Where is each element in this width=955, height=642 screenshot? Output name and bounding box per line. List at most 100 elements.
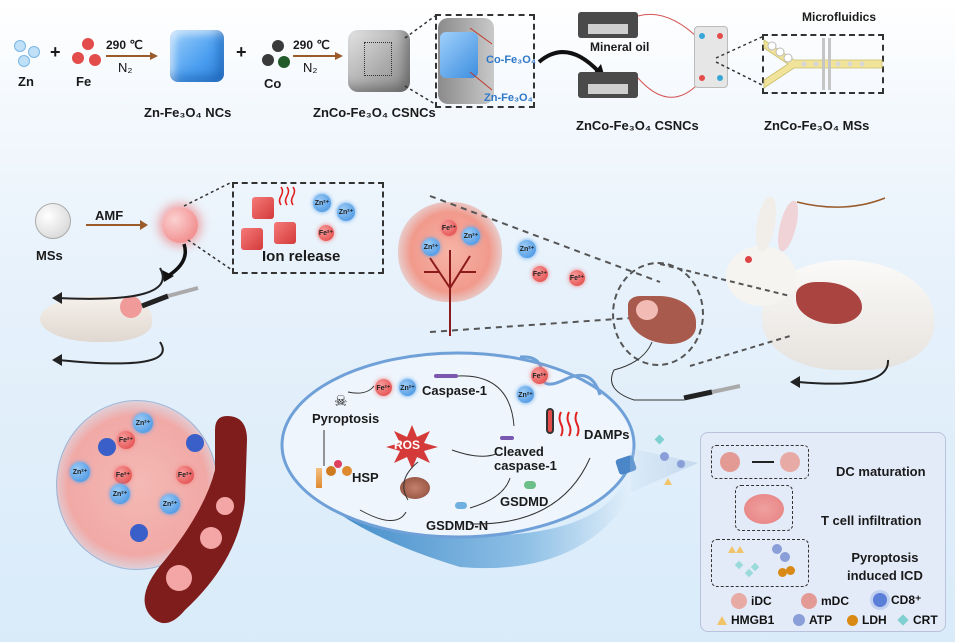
fe-ion-icon: Fe²⁺ — [569, 270, 585, 286]
pro-caspase-icon — [434, 374, 458, 378]
zn-ion-icon: Zn²⁺ — [517, 386, 534, 403]
fe-label: Fe — [76, 74, 92, 89]
hmgb1-triangle-icon — [664, 478, 672, 485]
rotation-arrow-icon — [790, 359, 890, 388]
fe-ion-icon: Fe²⁺ — [441, 220, 457, 236]
heat-waves-icon — [278, 186, 296, 206]
legend-key-crt: CRT — [897, 613, 938, 627]
fe-ion-icon: Fe²⁺ — [531, 367, 548, 384]
idc-cell-icon — [780, 452, 800, 472]
red-cube-icon — [241, 228, 263, 250]
zn-ion-icon: Zn²⁺ — [133, 413, 153, 433]
mdc-cell-icon — [801, 593, 817, 609]
legend-atp-label: ATP — [809, 613, 833, 627]
zn-ion-icon: Zn²⁺ — [70, 462, 90, 482]
hsp-label: HSP — [352, 470, 379, 485]
mitochondria-icon — [400, 477, 430, 499]
fe-ion-icon: Fe²⁺ — [117, 431, 135, 449]
t-cell-cluster-icon — [744, 494, 784, 524]
arrow-icon — [469, 27, 493, 91]
arrow-right-icon — [86, 220, 148, 230]
legend-dc-maturation: DC maturation — [836, 464, 926, 479]
gsdmd-icon — [524, 481, 536, 489]
fe-ion-icon: Fe²⁺ — [176, 466, 194, 484]
red-cube-icon — [252, 197, 274, 219]
legend-crt-label: CRT — [913, 613, 938, 627]
red-cube-icon — [274, 222, 296, 244]
cleaved-caspase-line2: caspase-1 — [494, 458, 557, 473]
plus-sign-2: + — [236, 42, 247, 62]
idc-cell-icon — [731, 593, 747, 609]
legend-ldh-label: LDH — [862, 613, 887, 627]
skull-icon: ☠ — [334, 393, 348, 410]
step2-gas: N₂ — [303, 60, 318, 75]
tumor-on-mouse-icon — [120, 296, 142, 318]
microfluidics-zoom-box — [762, 34, 884, 94]
legend-mdc-label: mDC — [821, 594, 850, 608]
heat-waves-icon — [558, 411, 580, 437]
ldh-dot-icon — [847, 614, 858, 626]
microspheres-label: ZnCo-Fe₃O₄ MSs — [764, 118, 870, 133]
thermometer-icon — [546, 408, 554, 434]
mss-label: MSs — [36, 248, 63, 263]
legend-pyroptosis-icd-line1: Pyroptosis — [851, 550, 919, 565]
crt-diamond-icon — [897, 614, 909, 626]
cleaved-caspase-icon — [500, 436, 514, 440]
legend-key-mdc: mDC — [801, 593, 849, 609]
damps-label: DAMPs — [584, 427, 630, 442]
hsp-receptor-icon — [316, 460, 352, 488]
legend-key-idc: iDC — [731, 593, 772, 609]
step1-gas: N₂ — [118, 60, 133, 75]
legend-pyroptosis-icd-line2: induced ICD — [847, 568, 923, 583]
legend-key-cd8: CD8⁺ — [873, 593, 921, 607]
legend-t-cell-infiltration: T cell infiltration — [821, 513, 922, 528]
arrow-left-icon — [752, 461, 774, 463]
cd8-cell-icon — [130, 524, 148, 542]
cleaved-caspase-line1: Cleaved — [494, 444, 544, 459]
amf-label: AMF — [95, 208, 124, 223]
arrow-right-icon — [106, 52, 158, 60]
mdc-cell-icon — [720, 452, 740, 472]
ros-label: ROS — [394, 438, 421, 452]
cd8-cell-icon — [186, 434, 204, 452]
core-label: Zn-Fe₃O₄ — [484, 92, 533, 104]
zn-label: Zn — [18, 74, 34, 89]
crt-diamond-icon — [654, 434, 665, 445]
zn-ion-icon: Zn²⁺ — [110, 484, 130, 504]
co-label: Co — [264, 76, 282, 91]
legend-hmgb1-label: HMGB1 — [731, 613, 775, 627]
heated-microsphere-icon — [162, 207, 198, 243]
liver-tumor-icon — [636, 300, 658, 320]
fe-ion-icon: Fe²⁺ — [318, 225, 334, 241]
mineral-oil-label: Mineral oil — [590, 40, 650, 54]
rotation-arrow-icon — [796, 197, 886, 208]
zoom-dashed-lines — [183, 181, 233, 271]
zoom-dashed-lines — [404, 15, 436, 105]
atp-dot-icon — [660, 452, 669, 461]
product1-label: Zn-Fe₃O₄ NCs — [144, 105, 232, 120]
damps-release-cone — [630, 448, 698, 493]
step1-temperature: 290 ℃ — [106, 38, 143, 52]
zn-fe3o4-cube-icon — [170, 30, 224, 82]
gsdmd-n-label: GSDMD-N — [426, 518, 489, 533]
caspase1-label: Caspase-1 — [422, 383, 488, 398]
shell-label: Co-Fe₃O₄ — [486, 54, 537, 66]
core-shell-cube-icon — [348, 30, 410, 92]
liver-zoom-circle — [612, 262, 704, 366]
legend-key-ldh: LDH — [847, 613, 887, 627]
microfluidic-channel-icon — [763, 38, 883, 90]
legend-pyroptosis-icd: Pyroptosis induced ICD — [847, 549, 923, 585]
fe-ion-icon: Fe²⁺ — [114, 466, 132, 484]
legend-cd8-label: CD8⁺ — [891, 593, 922, 607]
zn-ion-icon: Zn²⁺ — [337, 203, 355, 221]
t-cell-box — [735, 485, 793, 531]
legend-idc-label: iDC — [751, 594, 772, 608]
syringe-icon — [611, 341, 741, 401]
blood-vessel-icon — [144, 416, 247, 624]
core-shell-zoom-box — [435, 14, 535, 108]
gsdmd-n-icon — [455, 502, 467, 509]
fe-ion-icon: Fe²⁺ — [375, 379, 392, 396]
syringe-pump-top — [578, 12, 638, 38]
pump-product-label: ZnCo-Fe₃O₄ CSNCs — [576, 118, 699, 133]
icd-box — [711, 539, 809, 587]
